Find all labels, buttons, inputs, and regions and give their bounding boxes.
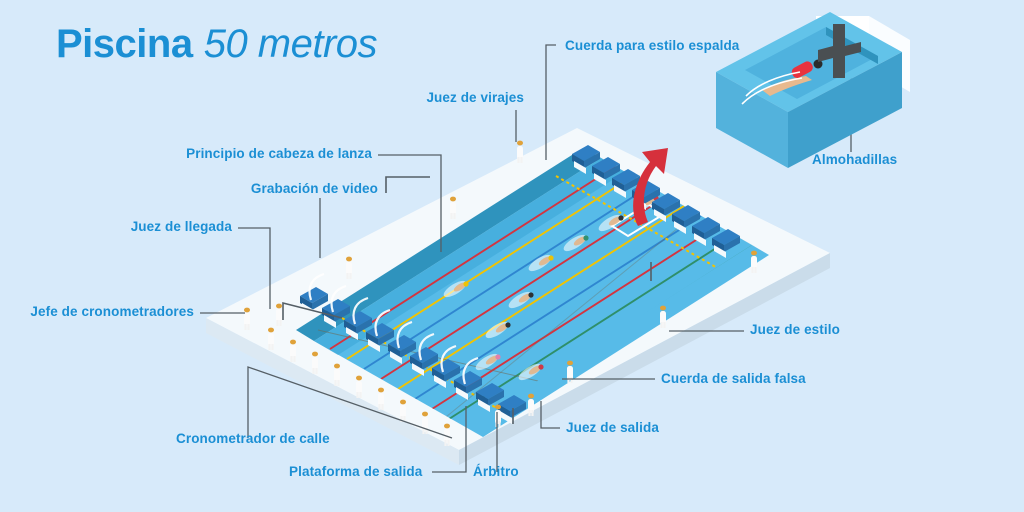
touchpad-arrow [633,148,668,226]
rope-stands [308,272,479,385]
false-start-rope [282,176,652,424]
starting-blocks-near [300,287,526,424]
label-principio-cabeza-de-lanza: Principio de cabeza de lanza [186,146,372,161]
label-jefe-de-cronometradores: Jefe de cronometradores [30,304,194,319]
label-juez-de-salida: Juez de salida [566,420,659,435]
label-arbitro: Árbitro [473,464,519,479]
label-juez-de-virajes: Juez de virajes [426,90,524,105]
title-italic: 50 metros [203,22,378,66]
label-plataforma-de-salida: Plataforma de salida [289,464,423,479]
label-cuerda-de-salida-falsa: Cuerda de salida falsa [661,371,806,386]
label-grabacion-de-video: Grabación de video [250,181,378,196]
touchpad-inset [716,12,910,168]
page-title: Piscina 50 metros [56,22,378,66]
officials [244,140,757,446]
label-juez-de-llegada: Juez de llegada [130,219,232,234]
label-almohadillas: Almohadillas [812,152,898,167]
starting-blocks-far [572,145,740,258]
label-cuerda-estilo-espalda: Cuerda para estilo espalda [565,38,740,53]
title-bold: Piscina [56,22,193,66]
label-juez-de-estilo: Juez de estilo [750,322,840,337]
label-cronometrador-de-calle: Cronometrador de calle [176,431,330,446]
